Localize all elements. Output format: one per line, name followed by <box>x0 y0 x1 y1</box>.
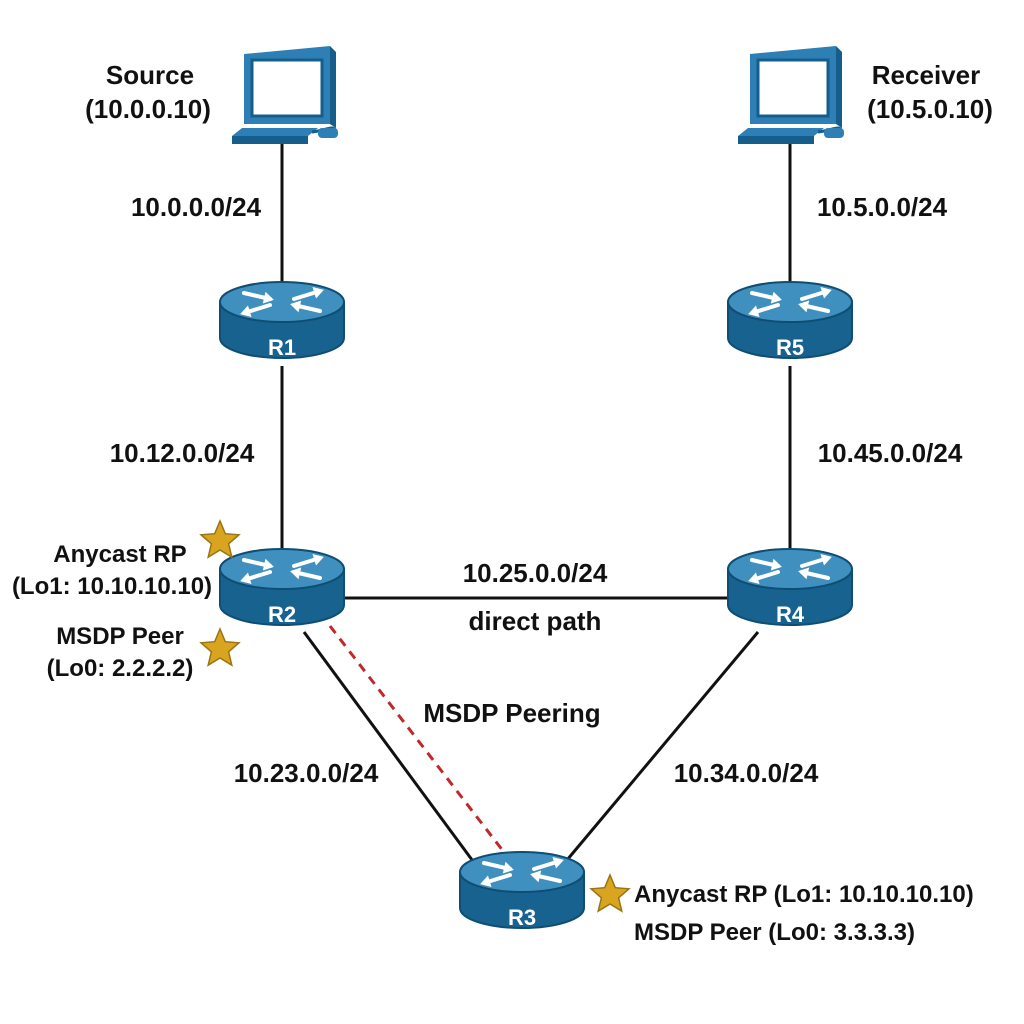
link-label-msdp-peering: MSDP Peering <box>423 698 600 728</box>
link-label-r1-r2: 10.12.0.0/24 <box>110 438 255 468</box>
router-r3-label: R3 <box>508 905 536 930</box>
link-label-r2-r4: 10.25.0.0/24 <box>463 558 608 588</box>
link-label-source-r1: 10.0.0.0/24 <box>131 192 262 222</box>
router-arrows-icon <box>240 554 324 584</box>
link-r4-r3 <box>560 631 760 867</box>
link-r2-r3 <box>302 631 480 869</box>
router-arrows-icon <box>480 857 564 887</box>
link-label-r2-r3: 10.23.0.0/24 <box>234 758 379 788</box>
router-r4-label: R4 <box>776 602 805 627</box>
router-top <box>219 281 345 323</box>
star-icon <box>199 519 241 559</box>
router-top <box>727 281 853 323</box>
r2-anycast-lo-label: (Lo1: 10.10.10.10) <box>12 573 212 600</box>
router-r5-label: R5 <box>776 335 804 360</box>
r2-anycast-label: Anycast RP <box>53 541 186 568</box>
link-label-r4-r3: 10.34.0.0/24 <box>674 758 819 788</box>
router-r4: R4 <box>727 548 853 627</box>
r2-msdp-lo-label: (Lo0: 2.2.2.2) <box>47 655 194 682</box>
router-r2-label: R2 <box>268 602 296 627</box>
receiver-pc-icon <box>738 46 844 144</box>
source-pc-icon <box>232 46 338 144</box>
router-top <box>459 851 585 893</box>
router-arrows-icon <box>748 287 832 317</box>
link-msdp-peering <box>328 625 512 861</box>
r2-msdp-label: MSDP Peer <box>56 623 184 650</box>
receiver-name-label: Receiver <box>872 60 980 90</box>
router-r3: R3 <box>459 851 585 930</box>
link-label-receiver-r5: 10.5.0.0/24 <box>817 192 948 222</box>
r3-anycast-label: Anycast RP (Lo1: 10.10.10.10) <box>634 881 974 908</box>
router-top <box>727 548 853 590</box>
star-icon <box>199 627 241 667</box>
source-name-label: Source <box>106 60 194 90</box>
link-label-r5-r4: 10.45.0.0/24 <box>818 438 963 468</box>
router-arrows-icon <box>748 554 832 584</box>
r3-msdp-label: MSDP Peer (Lo0: 3.3.3.3) <box>634 919 915 946</box>
router-top <box>219 548 345 590</box>
router-r1: R1 <box>219 281 345 360</box>
router-r2: R2 <box>219 548 345 627</box>
source-ip-label: (10.0.0.10) <box>85 94 211 124</box>
link-label-direct-path: direct path <box>469 606 602 636</box>
router-r1-label: R1 <box>268 335 296 360</box>
router-arrows-icon <box>240 287 324 317</box>
star-icon <box>589 873 631 913</box>
receiver-ip-label: (10.5.0.10) <box>867 94 993 124</box>
router-r5: R5 <box>727 281 853 360</box>
